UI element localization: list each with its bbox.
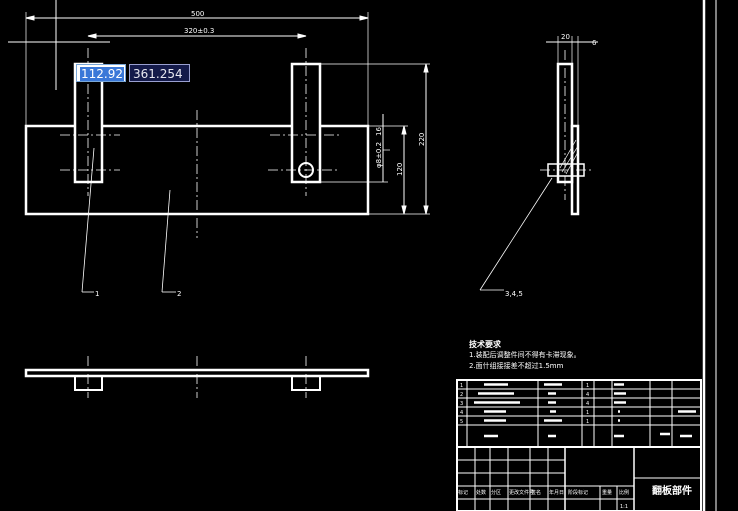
top-view[interactable]: [24, 356, 370, 398]
callout-2: 2: [177, 290, 181, 298]
technical-notes: 技术要求 1.装配后调整件间不得有卡滞现象。 2.面什组接接差不超过1.5mm: [469, 339, 581, 372]
title-block-title: 翻板部件: [652, 486, 692, 497]
front-view[interactable]: [24, 12, 430, 293]
svg-text:1: 1: [586, 383, 589, 389]
svg-text:1: 1: [586, 419, 589, 425]
tb-header-3: 更改文件号: [509, 489, 534, 496]
coordinate-y-input[interactable]: 361.254: [129, 64, 190, 82]
side-view[interactable]: [479, 36, 598, 291]
svg-text:3: 3: [460, 401, 463, 407]
tb-stage-2: 比例: [619, 489, 629, 496]
coordinate-x-input[interactable]: 112.92: [76, 64, 126, 82]
svg-text:1: 1: [586, 410, 589, 416]
coordinate-x-value: 112.92: [80, 67, 124, 81]
svg-text:4: 4: [586, 401, 589, 407]
dim-overall-width: 500: [191, 10, 204, 18]
tb-header-5: 年月日: [549, 489, 564, 496]
svg-text:1: 1: [460, 383, 463, 389]
callout-1: 1: [95, 290, 99, 298]
dim-side-width: 20: [561, 33, 570, 41]
tb-header-0: 标记: [458, 489, 468, 496]
tb-header-1: 处数: [476, 489, 486, 496]
svg-text:4: 4: [586, 392, 589, 398]
dim-hole-dia: φ8±0.2: [375, 142, 383, 168]
coordinate-y-value: 361.254: [133, 67, 183, 81]
tb-stage-1: 重量: [602, 489, 612, 496]
notes-line-2: 2.面什组接接差不超过1.5mm: [469, 362, 564, 370]
tb-header-2: 分区: [491, 489, 501, 496]
svg-text:2: 2: [460, 392, 463, 398]
notes-line-1: 1.装配后调整件间不得有卡滞现象。: [469, 351, 581, 359]
crosshair-cursor: [8, 0, 110, 90]
top-left-bracket[interactable]: [74, 375, 103, 391]
svg-text:4: 4: [460, 410, 463, 416]
dim-offset: 16: [375, 127, 383, 136]
callout-345: 3,4,5: [505, 290, 523, 298]
tb-scale: 1:1: [620, 504, 628, 510]
dim-overall-height: 220: [418, 133, 426, 146]
dim-hole-spacing: 320±0.3: [184, 27, 214, 35]
dim-side-thk: 6: [592, 39, 597, 47]
dim-inner-height: 120: [396, 163, 404, 176]
tb-header-4: 签名: [531, 489, 541, 496]
tb-stage-0: 阶段标记: [568, 489, 588, 496]
notes-title: 技术要求: [469, 340, 501, 349]
svg-text:5: 5: [460, 419, 463, 425]
bom-table[interactable]: [456, 379, 702, 511]
left-bracket[interactable]: [73, 62, 104, 184]
